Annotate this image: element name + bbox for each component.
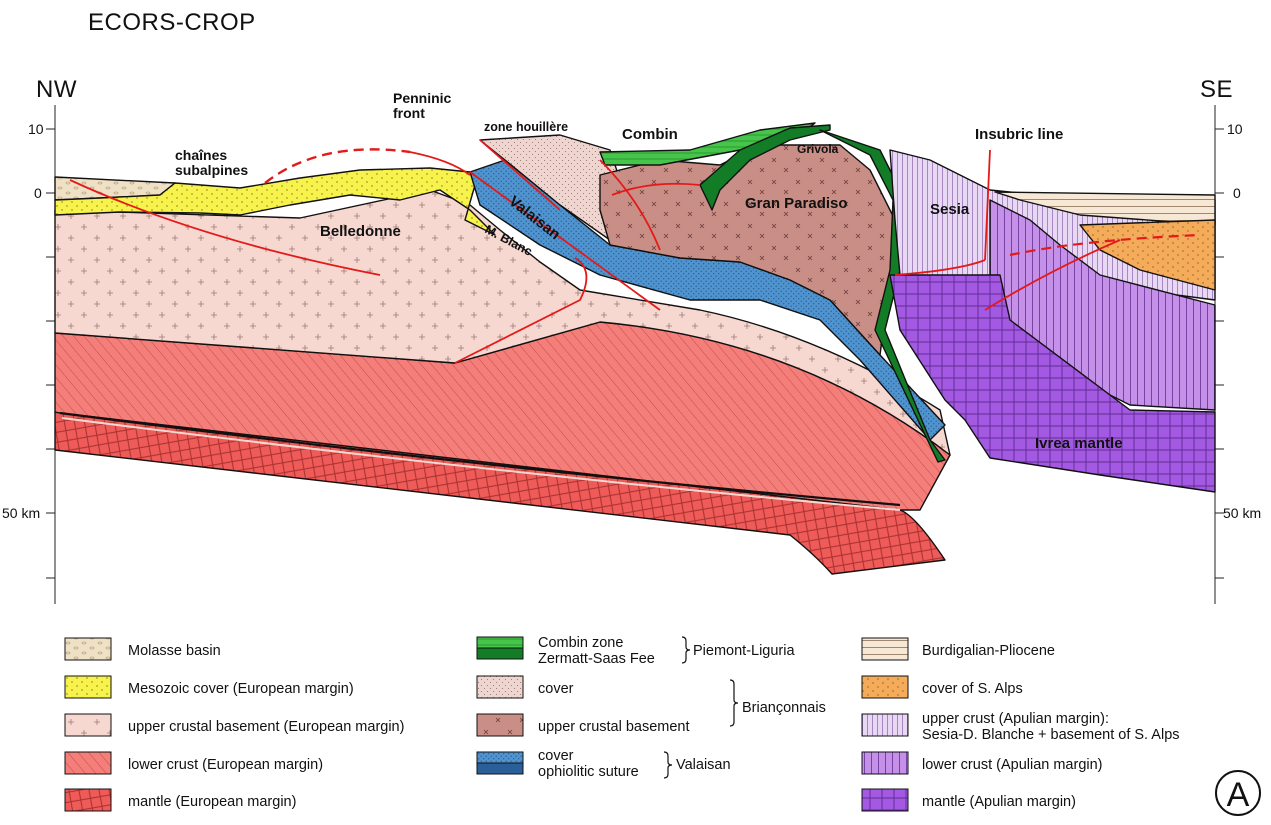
unit-mantle-apulian xyxy=(889,274,1216,493)
unit-mantle-european xyxy=(54,411,946,575)
swatch-lower-crust-eu xyxy=(64,751,112,775)
swatch-combin xyxy=(476,636,524,649)
label-grivola: Grivola xyxy=(797,142,839,156)
legend: Molasse basin Mesozoic cover (European m… xyxy=(64,635,1180,812)
se-label: SE xyxy=(1200,76,1233,103)
label-ivrea-mantle: Ivrea mantle xyxy=(1035,435,1123,452)
legend-cover-s-alps: cover of S. Alps xyxy=(922,681,1023,697)
swatch-lower-crust-ap xyxy=(861,751,909,775)
legend-braces xyxy=(663,636,739,779)
label-zone-houillere: zone houillère xyxy=(484,120,568,134)
nw-label: NW xyxy=(36,76,77,103)
label-penninic-1: Penninic xyxy=(393,90,452,106)
right-tick-50: 50 km xyxy=(1223,505,1261,521)
panel-letter: A xyxy=(1227,776,1250,814)
right-tick-0: 0 xyxy=(1233,185,1241,201)
left-tick-10: 10 xyxy=(28,121,44,137)
legend-lower-crust-ap: lower crust (Apulian margin) xyxy=(922,757,1103,773)
label-chaines-1: chaînes xyxy=(175,147,227,163)
legend-burdigalian: Burdigalian-Pliocene xyxy=(922,643,1055,659)
unit-mesozoic-cover xyxy=(54,167,496,236)
label-gran-paradiso: Gran Paradiso xyxy=(745,195,848,212)
swatch-molasse xyxy=(64,637,112,661)
legend-mantle-eu: mantle (European margin) xyxy=(128,794,296,810)
legend-valais-suture: ophiolitic suture xyxy=(538,764,639,780)
label-chaines-2: subalpines xyxy=(175,162,248,178)
swatch-mantle-eu xyxy=(64,788,112,812)
swatch-mantle-ap xyxy=(861,788,909,812)
label-insubric-line: Insubric line xyxy=(975,126,1063,143)
legend-valais-cover: cover xyxy=(538,748,574,764)
unit-burdigalian-pliocene xyxy=(994,191,1216,226)
legend-mesozoic: Mesozoic cover (European margin) xyxy=(128,681,354,697)
faults xyxy=(69,139,1201,364)
legend-upper-crust-ap-2: Sesia-D. Blanche + basement of S. Alps xyxy=(922,727,1180,743)
cross-section xyxy=(54,122,1216,575)
swatch-valais-cover xyxy=(476,751,524,764)
legend-brianconnais: Briançonnais xyxy=(742,700,826,716)
swatch-valais-suture xyxy=(476,762,524,775)
legend-upper-crust-ap-1: upper crust (Apulian margin): xyxy=(922,711,1109,727)
swatch-mesozoic xyxy=(64,675,112,699)
figure-title: ECORS-CROP xyxy=(88,9,256,36)
swatch-cover-s-alps xyxy=(861,675,909,699)
left-depth-axis: 10 0 50 km xyxy=(2,105,56,604)
legend-lower-crust-eu: lower crust (European margin) xyxy=(128,757,323,773)
label-belledonne: Belledonne xyxy=(320,223,401,240)
swatch-brianconnais-basement xyxy=(476,713,524,737)
legend-combin: Combin zone xyxy=(538,635,623,651)
unit-cover-s-alps xyxy=(1079,219,1216,291)
panel-letter-badge: A xyxy=(1215,770,1261,816)
legend-zermatt: Zermatt-Saas Fee xyxy=(538,651,655,667)
label-combin: Combin xyxy=(622,126,678,143)
legend-valaisan: Valaisan xyxy=(676,757,731,773)
legend-cover: cover xyxy=(538,681,574,697)
left-tick-0: 0 xyxy=(34,185,42,201)
swatch-upper-crust-eu xyxy=(64,713,112,737)
legend-piemont-liguria: Piemont-Liguria xyxy=(693,643,795,659)
label-sesia: Sesia xyxy=(930,201,970,218)
swatch-zermatt xyxy=(476,647,524,660)
legend-ucb-brianconnais: upper crustal basement xyxy=(538,719,690,735)
swatch-upper-crust-ap xyxy=(861,713,909,737)
legend-molasse: Molasse basin xyxy=(128,643,221,659)
unit-upper-crust-european xyxy=(54,189,951,456)
swatch-brianconnais-cover xyxy=(476,675,524,699)
legend-mantle-ap: mantle (Apulian margin) xyxy=(922,794,1076,810)
left-tick-50: 50 km xyxy=(2,505,40,521)
right-tick-10: 10 xyxy=(1227,121,1243,137)
legend-upper-crust-eu: upper crustal basement (European margin) xyxy=(128,719,404,735)
label-penninic-2: front xyxy=(393,105,425,121)
right-depth-axis: 10 0 50 km xyxy=(1214,105,1261,604)
swatch-burdigalian xyxy=(861,637,909,661)
